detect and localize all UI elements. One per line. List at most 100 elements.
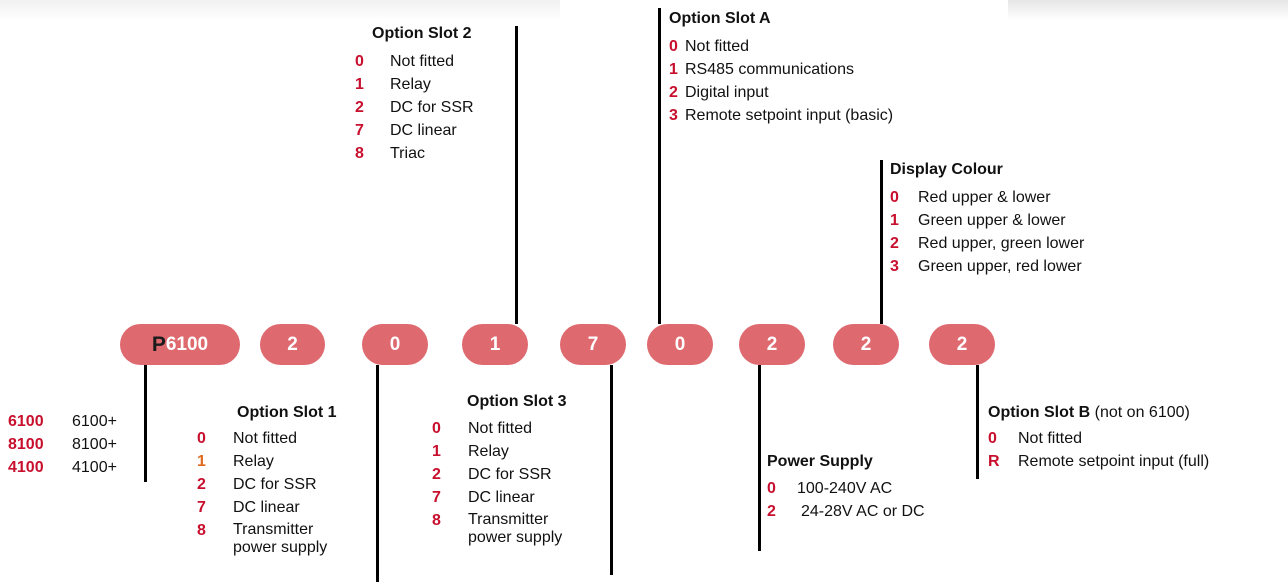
group-title: Option Slot 1 [237, 404, 337, 421]
option-label: Green upper, red lower [918, 258, 1082, 275]
group-option-slot-a: Option Slot A 0 Not fitted 1 RS485 communi… [669, 9, 893, 129]
option-code: 0 [432, 420, 441, 437]
option-code: 1 [355, 76, 364, 93]
option-code: 2 [669, 84, 678, 101]
option-label: Digital input [685, 84, 769, 101]
option-label: 100-240V AC [797, 480, 893, 497]
code-prefix-model: 6100 [165, 333, 209, 355]
option-code: 8 [355, 145, 364, 162]
code-pill-slot1: 2 [260, 324, 325, 365]
code-digit: 0 [389, 333, 401, 355]
option-code: 2 [432, 466, 441, 483]
option-label: Transmitter power supply [468, 511, 563, 546]
option-label: 24-28V AC or DC [801, 503, 925, 520]
option-label: Not fitted [685, 38, 750, 55]
option-label: 8100+ [72, 436, 117, 453]
option-label: Transmitter power supply [233, 521, 328, 556]
connector-display [880, 160, 883, 324]
group-title: Option Slot A [669, 10, 771, 27]
code-digit: 1 [489, 333, 501, 355]
option-label: DC linear [468, 489, 535, 506]
option-row: 8 Transmitter power supply [432, 511, 578, 547]
option-code: 7 [197, 499, 206, 516]
option-code: 2 [890, 235, 899, 252]
code-digit: 7 [587, 333, 599, 355]
option-code: 8100 [8, 436, 44, 453]
option-label: Triac [390, 145, 425, 162]
option-row: 8100 8100+ [8, 435, 117, 458]
code-pill-slotB-a: 2 [833, 324, 899, 365]
group-title: Display Colour [890, 161, 1003, 178]
option-row: 8 Triac [355, 144, 474, 167]
option-code: 1 [669, 61, 678, 78]
group-title-text: Option Slot B [988, 404, 1091, 421]
option-code: 0 [669, 38, 678, 55]
option-label: Not fitted [468, 420, 533, 437]
option-code: 0 [767, 480, 776, 497]
code-digit: 2 [766, 333, 778, 355]
code-digit: 0 [674, 333, 686, 355]
option-label: Relay [390, 76, 431, 93]
option-code: 1 [432, 443, 441, 460]
option-label: Relay [233, 453, 274, 470]
option-label: RS485 communications [685, 61, 854, 78]
connector-slot2 [515, 26, 518, 324]
option-label: DC for SSR [233, 476, 317, 493]
option-label: Red upper & lower [918, 189, 1051, 206]
option-code: 0 [355, 53, 364, 70]
code-pill-slotA: 7 [560, 324, 626, 365]
option-code: 0 [988, 430, 997, 447]
option-row: 0 Not fitted [669, 37, 893, 60]
option-code: 8 [432, 512, 441, 529]
option-code: 0 [197, 430, 206, 447]
option-label: Remote setpoint input (full) [1018, 453, 1210, 470]
connector-slotA [658, 8, 661, 324]
option-label: Green upper & lower [918, 212, 1066, 229]
option-row: 0 100-240V AC [767, 479, 925, 502]
option-row: 1 Relay [432, 442, 578, 465]
code-pill-power: 0 [647, 324, 713, 365]
option-label: 6100+ [72, 413, 117, 430]
top-left-shading [0, 0, 560, 20]
option-label: Not fitted [233, 430, 298, 447]
code-digit: 2 [287, 333, 298, 355]
option-code: 8 [197, 522, 206, 539]
option-code: 2 [355, 99, 364, 116]
code-digit: 2 [956, 333, 968, 355]
option-row: 1 RS485 communications [669, 60, 893, 83]
code-prefix-letter: P [151, 332, 166, 356]
code-digit: 2 [860, 333, 872, 355]
option-label: 4100+ [72, 459, 117, 476]
code-pill-model: P 6100 [120, 324, 240, 365]
option-code: 7 [432, 489, 441, 506]
option-code: 0 [890, 189, 899, 206]
connector-slot3 [610, 365, 613, 575]
code-pill-slot3: 1 [462, 324, 528, 365]
option-label: Relay [468, 443, 509, 460]
option-row: 0 Not fitted [197, 429, 343, 452]
option-code: 7 [355, 122, 364, 139]
code-pill-slotB: 2 [929, 324, 995, 365]
option-row: 0 Not fitted [432, 419, 578, 442]
group-title: Option Slot 3 [467, 393, 567, 410]
option-label: Remote setpoint input (basic) [685, 107, 894, 124]
